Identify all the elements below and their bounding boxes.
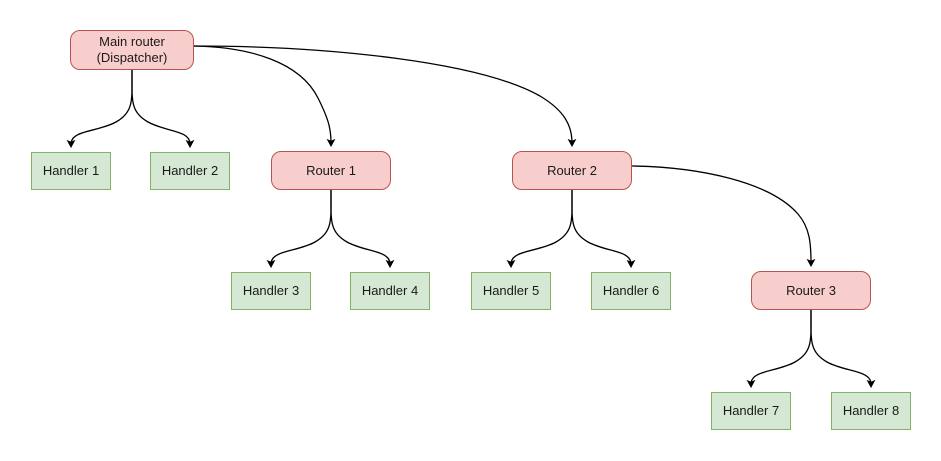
node-label-handler2: Handler 2: [161, 163, 219, 178]
node-label-handler6: Handler 6: [602, 283, 660, 298]
node-label-handler1: Handler 1: [42, 163, 100, 178]
edge-main-to-handler2: [131, 69, 195, 149]
node-label-handler7: Handler 7: [722, 403, 780, 418]
edge-router1-to-handler4: [330, 189, 395, 269]
node-handler8[interactable]: Handler 8: [831, 392, 911, 430]
edge-paths: [66, 45, 876, 389]
node-router3[interactable]: Router 3: [751, 271, 871, 310]
node-label-router2: Router 2: [547, 162, 597, 178]
node-handler5[interactable]: Handler 5: [471, 272, 551, 310]
node-label-handler5: Handler 5: [482, 283, 540, 298]
edge-main-to-router1: [193, 45, 336, 148]
edge-main-to-handler1: [66, 69, 133, 149]
edge-router2-to-handler5: [506, 189, 573, 269]
edge-router3-to-handler8: [810, 309, 876, 389]
node-label-handler4: Handler 4: [361, 283, 419, 298]
edge-router2-to-router3: [631, 165, 816, 268]
edge-router2-to-handler6: [571, 189, 636, 269]
node-label-router3: Router 3: [786, 282, 836, 298]
edge-router1-to-handler3: [266, 189, 332, 269]
node-router1[interactable]: Router 1: [271, 151, 391, 190]
node-label-router1: Router 1: [306, 162, 356, 178]
node-handler6[interactable]: Handler 6: [591, 272, 671, 310]
edge-main-to-router2: [193, 45, 577, 148]
node-label-handler3: Handler 3: [242, 283, 300, 298]
node-router2[interactable]: Router 2: [512, 151, 632, 190]
node-handler4[interactable]: Handler 4: [350, 272, 430, 310]
node-handler3[interactable]: Handler 3: [231, 272, 311, 310]
node-handler1[interactable]: Handler 1: [31, 152, 111, 190]
edge-router3-to-handler7: [746, 309, 812, 389]
node-main[interactable]: Main router (Dispatcher): [70, 30, 194, 70]
node-label-handler8: Handler 8: [842, 403, 900, 418]
node-handler7[interactable]: Handler 7: [711, 392, 791, 430]
node-label-main: Main router (Dispatcher): [96, 34, 168, 65]
node-handler2[interactable]: Handler 2: [150, 152, 230, 190]
